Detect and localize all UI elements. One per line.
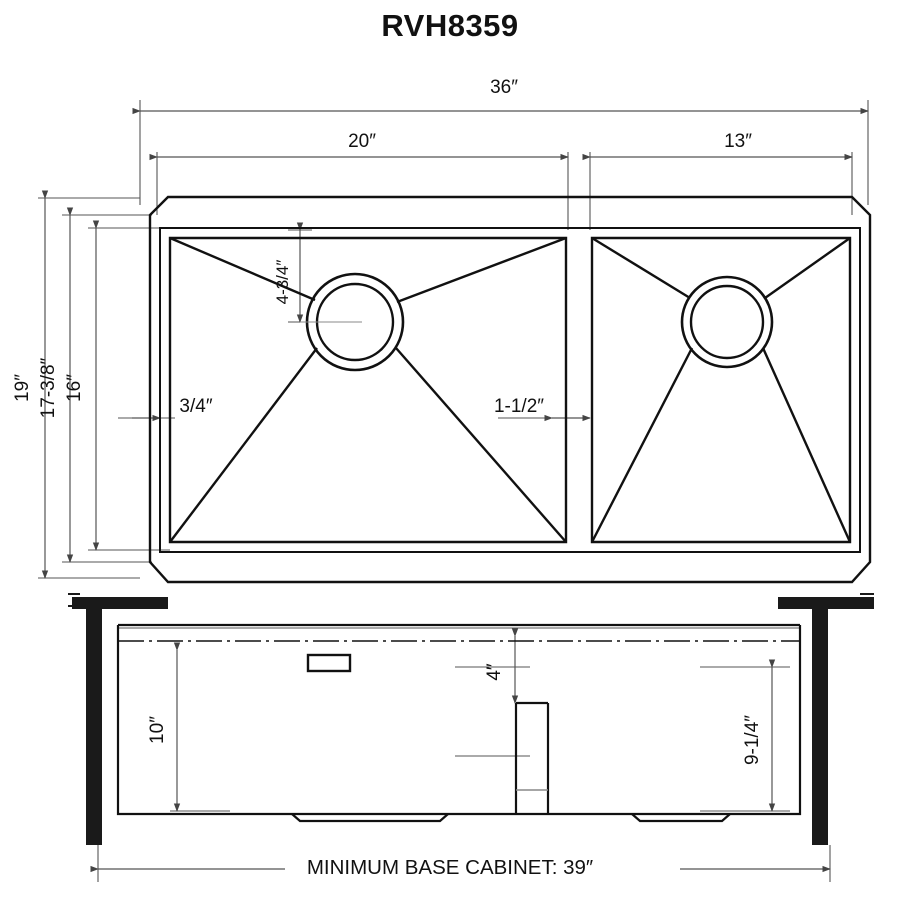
dim-rim-width: 3/4″: [179, 396, 212, 417]
left-bowl-slope-lines: [169, 236, 567, 543]
section-body-outline: [116, 623, 802, 816]
left-bowl-drain: [300, 272, 405, 372]
dim-inner-depth: 17-3/8″: [38, 357, 59, 418]
sink-outer-outline: [148, 195, 872, 584]
dim-overall-depth: 19″: [12, 374, 33, 402]
dim-drain-offset: 4-3/4″: [273, 260, 292, 305]
section-divider-block: [514, 701, 550, 814]
section-nameplate: [306, 653, 352, 673]
sink-rim-inner-line: [159, 227, 861, 553]
dim-overall-width: 36″: [490, 77, 518, 98]
dim-right-bowl-width: 13″: [724, 131, 752, 152]
right-bowl-drain: [680, 275, 774, 369]
section-drain-depressions: [291, 813, 731, 823]
base-cabinet-caption: MINIMUM BASE CABINET: 39″: [306, 856, 594, 879]
cabinet-wall-markers: [68, 593, 874, 845]
dim-divider-height: 9-1/4″: [742, 715, 763, 765]
dim-bowl-height: 10″: [147, 716, 168, 744]
page-title: RVH8359: [381, 8, 519, 43]
dim-divider-drop: 4″: [484, 663, 505, 681]
right-bowl-slope-lines: [590, 236, 852, 543]
dimension-arrows: [41, 107, 869, 873]
dim-divider-width: 1-1/2″: [494, 396, 544, 417]
dim-bowl-depth: 16″: [64, 374, 85, 402]
dim-left-bowl-width: 20″: [348, 131, 376, 152]
